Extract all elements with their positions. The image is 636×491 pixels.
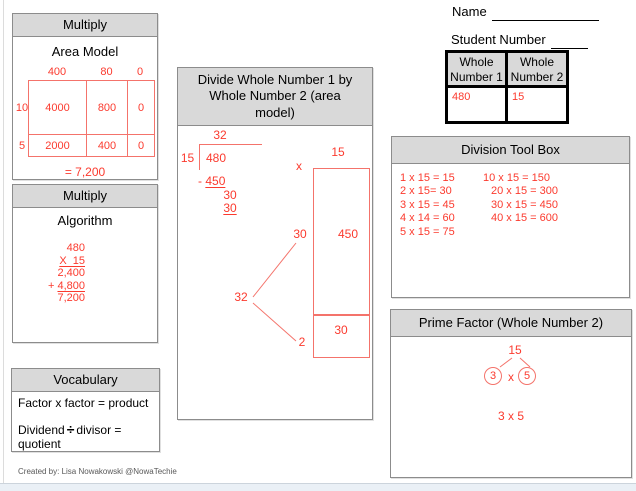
division-divisor: 15 xyxy=(180,151,195,165)
factor-circle-left: 3 xyxy=(484,367,502,385)
algorithm-line: 480 xyxy=(66,242,85,254)
algorithm-line: X 15 xyxy=(39,255,85,268)
multiply-algorithm-panel: Multiply Algorithm 480 X 15 2,400 + 4,80… xyxy=(12,184,158,343)
division-vinculum xyxy=(199,144,262,145)
part1-area-value: 450 xyxy=(337,227,359,241)
grid-cell: 800 xyxy=(87,81,128,135)
student-number-blank-line xyxy=(550,35,588,49)
whole-numbers-table: Whole Number 1 Whole Number 2 480 15 xyxy=(445,50,569,124)
algorithm-result: 7,200 xyxy=(57,292,85,305)
part2-area-value: 30 xyxy=(334,323,348,337)
student-number-field: Student Number xyxy=(451,31,588,49)
division-quotient: 32 xyxy=(213,128,227,142)
algorithm-addend: 4,800 xyxy=(57,279,85,292)
grid-cell: 0 xyxy=(128,81,154,135)
division-tool-box-panel: Division Tool Box 1 x 15 = 15 2 x 15= 30… xyxy=(391,136,630,298)
toolbox-fact: 40 x 15 = 600 xyxy=(491,212,558,225)
table-value-whole-number-2: 15 xyxy=(512,91,525,103)
subtrahend: 450 xyxy=(205,174,226,188)
multiply-sign: x xyxy=(296,159,302,173)
col-label: 400 xyxy=(47,66,67,78)
toolbox-fact: 10 x 15 = 150 xyxy=(483,172,550,184)
col-label: 80 xyxy=(100,66,113,78)
prime-factorization-result: 3 x 5 xyxy=(497,409,524,423)
rect-width-label: 15 xyxy=(331,145,345,159)
area-model-total: = 7,200 xyxy=(64,165,106,179)
canvas-bottom-edge xyxy=(0,483,636,491)
table-header-whole-number-2: Whole Number 2 xyxy=(508,53,566,88)
vocab-text: Dividend xyxy=(18,423,65,437)
division-subtraction: - 450 xyxy=(198,174,226,188)
panel-title-divide: Divide Whole Number 1 by Whole Number 2 … xyxy=(178,68,372,126)
part1-length-label: 30 xyxy=(293,227,307,241)
prime-factor-right: 5 xyxy=(523,370,531,382)
panel-title-multiply-area: Multiply xyxy=(13,14,157,38)
multiplication-work: 480 X 15 2,400 + 4,800 7,200 xyxy=(39,242,85,305)
multiply-area-model-panel: Multiply Area Model 400 80 0 10 5 4000 8… xyxy=(12,13,158,180)
grid-cell: 0 xyxy=(137,139,145,152)
grid-cell: 4000 xyxy=(29,81,87,135)
factor-tree-root: 15 xyxy=(508,343,522,357)
factor-circle-right: 5 xyxy=(518,367,536,385)
table-value-whole-number-1: 480 xyxy=(448,88,508,121)
vocabulary-item-factor: Factor x factor = product xyxy=(18,396,149,410)
grid-cell: 400 xyxy=(87,135,128,156)
row-label: 5 xyxy=(18,140,26,152)
toolbox-fact: 2 x 15= 30 xyxy=(400,185,452,198)
division-bracket xyxy=(199,144,200,170)
division-dividend: 480 xyxy=(206,151,227,165)
grid-cell: 2000 xyxy=(29,135,87,156)
division-difference: 30 xyxy=(223,188,237,202)
toolbox-fact: 1 x 15 = 15 xyxy=(400,172,455,184)
toolbox-fact: 4 x 14 = 60 xyxy=(400,212,455,225)
algorithm-line: 2,400 xyxy=(57,267,85,280)
vocabulary-panel: Vocabulary Factor x factor = product Div… xyxy=(11,368,160,452)
factor-operator: x xyxy=(508,370,514,384)
name-blank-line xyxy=(491,7,599,21)
division-symbol-icon: ÷ xyxy=(66,421,75,437)
credit-line: Created by: Lisa Nowakowski @NowaTechie xyxy=(18,467,177,476)
row-label: 10 xyxy=(15,102,29,114)
panel-title-multiply-algorithm: Multiply xyxy=(13,185,157,209)
name-field: Name xyxy=(452,3,599,21)
toolbox-column-2: 10 x 15 = 150 20 x 15 = 300 30 x 15 = 45… xyxy=(483,172,558,226)
area-rect-part1 xyxy=(313,168,370,315)
student-number-label: Student Number xyxy=(451,32,546,47)
plus-sign: + xyxy=(47,279,55,292)
area-model-grid: 4000 800 0 2000 400 0 xyxy=(28,80,155,157)
page-left-edge xyxy=(3,0,4,483)
name-label: Name xyxy=(452,4,487,19)
vocab-text: divisor = quotient xyxy=(18,423,122,451)
area-model-subtitle: Area Model xyxy=(51,44,119,59)
part2-length-label: 2 xyxy=(298,335,306,349)
minus-sign: - xyxy=(198,174,202,188)
algorithm-line: + 4,800 xyxy=(39,280,85,293)
prime-factor-panel: Prime Factor (Whole Number 2) 15 3 x 5 3… xyxy=(390,309,632,478)
divide-area-model-panel: Divide Whole Number 1 by Whole Number 2 … xyxy=(177,67,373,420)
toolbox-fact: 20 x 15 = 300 xyxy=(491,185,558,198)
algorithm-multiplier: X 15 xyxy=(59,254,85,267)
panel-title-toolbox: Division Tool Box xyxy=(392,137,629,165)
area-rect-part2 xyxy=(313,315,370,358)
col-label: 0 xyxy=(136,66,144,78)
table-header-whole-number-1: Whole Number 1 xyxy=(448,53,508,88)
prime-factor-left: 3 xyxy=(489,370,497,382)
division-final-line: 30 xyxy=(223,201,237,215)
area-model-column-labels: 400 80 0 xyxy=(28,66,153,78)
toolbox-column-1: 1 x 15 = 15 2 x 15= 30 3 x 15 = 45 4 x 1… xyxy=(400,172,455,239)
toolbox-fact: 3 x 15 = 45 xyxy=(400,198,455,211)
panel-title-prime-factor: Prime Factor (Whole Number 2) xyxy=(391,310,631,338)
toolbox-fact: 5 x 15 = 75 xyxy=(400,225,455,238)
vocabulary-item-dividend: Dividend÷divisor = quotient xyxy=(18,421,148,452)
quotient-total-label: 32 xyxy=(234,290,248,304)
panel-title-vocabulary: Vocabulary xyxy=(12,369,159,393)
toolbox-fact: 30 x 15 = 450 xyxy=(491,198,558,211)
algorithm-subtitle: Algorithm xyxy=(57,213,113,228)
